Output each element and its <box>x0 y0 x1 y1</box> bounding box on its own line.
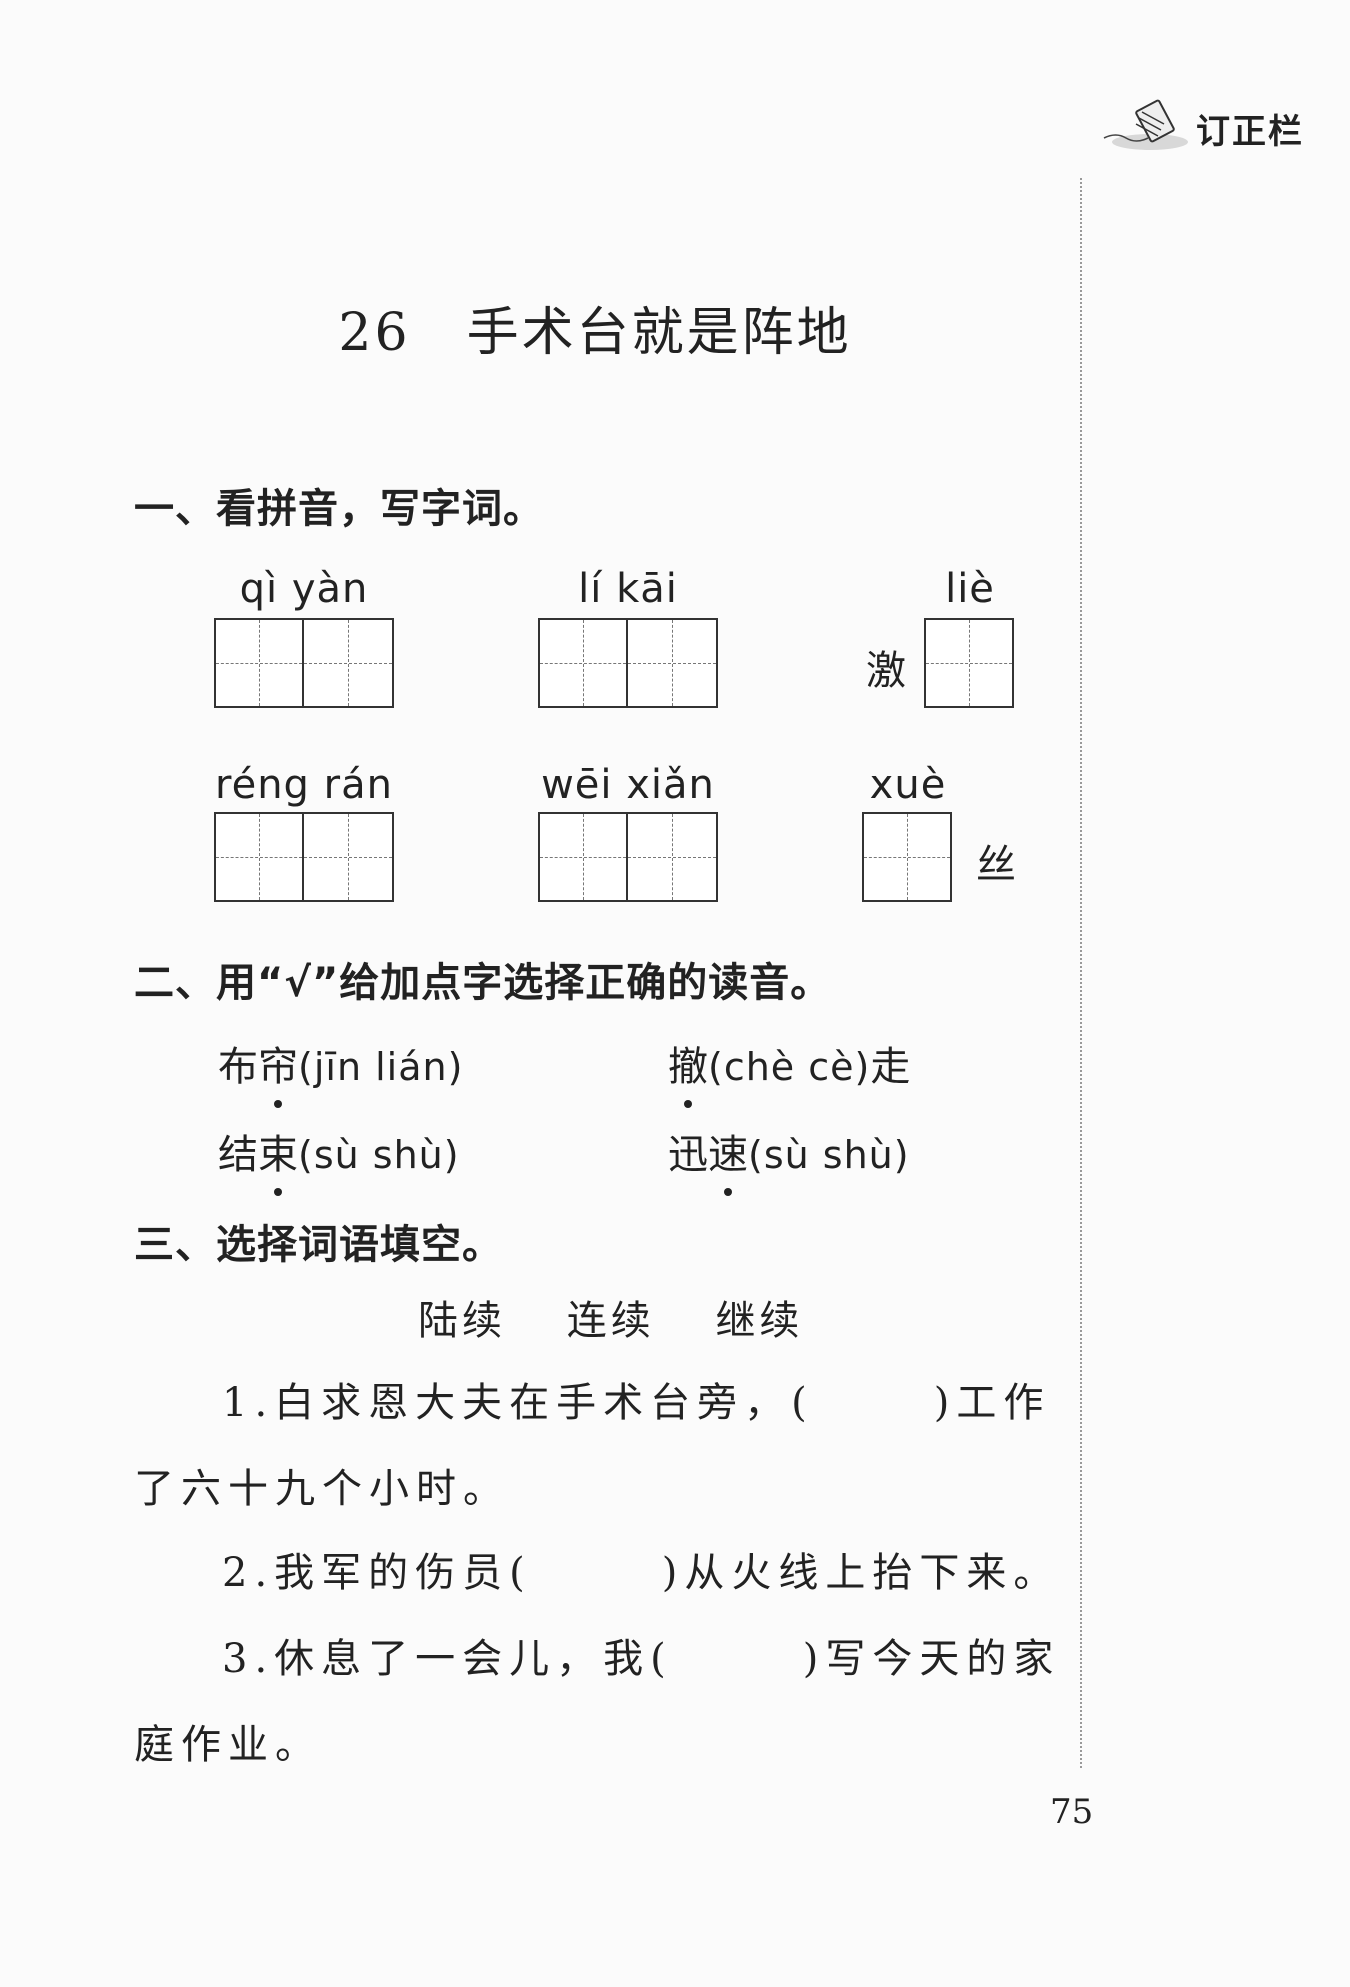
section-1-heading: 一、看拼音，写字词。 <box>134 486 544 532</box>
writing-cell[interactable] <box>924 618 1014 708</box>
writing-cell[interactable] <box>214 618 304 708</box>
section-2-heading: 二、用“√”给加点字选择正确的读音。 <box>134 960 832 1006</box>
pinyin-options[interactable]: (sù shù) <box>748 1133 910 1177</box>
page-number: 75 <box>1050 1792 1094 1832</box>
sentence-number: 3. <box>222 1636 275 1682</box>
word-char: 布 <box>218 1044 258 1090</box>
pinyin-options[interactable]: (sù shù) <box>298 1133 460 1177</box>
word-choices: 陆续 连续 继续 <box>418 1288 847 1346</box>
word-char: 结 <box>218 1132 258 1178</box>
writing-grid[interactable] <box>214 618 394 708</box>
word-choice: 连续 <box>566 1298 655 1344</box>
sentence-text: 白求恩大夫在手术台旁，( <box>274 1380 814 1426</box>
pronunciation-item: 迅速(sù shù) <box>668 1122 910 1196</box>
pinyin-label: liè <box>945 566 995 612</box>
given-character: 丝 <box>976 842 1016 888</box>
fill-sentence-1: 1.白求恩大夫在手术台旁，()工作了六十九个小时。 <box>134 1360 1064 1532</box>
pinyin-options[interactable]: (chè cè) <box>708 1045 871 1089</box>
writing-grid[interactable] <box>538 812 718 902</box>
correction-divider <box>1080 178 1082 1768</box>
lesson-name: 手术台就是阵地 <box>466 303 852 363</box>
pinyin-label: qì yàn <box>239 566 369 612</box>
section-3-heading: 三、选择词语填空。 <box>134 1222 503 1268</box>
pinyin-label: xuè <box>869 762 947 808</box>
sentence-number: 2. <box>222 1550 275 1596</box>
sentence-text: )工作了六十九个小时。 <box>134 1380 1051 1512</box>
writing-cell[interactable] <box>628 812 718 902</box>
writing-grid[interactable] <box>924 618 1014 708</box>
pronunciation-item: 结束(sù shù) <box>218 1122 460 1196</box>
writing-cell[interactable] <box>304 618 394 708</box>
writing-cell[interactable] <box>862 812 952 902</box>
correction-label: 订正栏 <box>1196 111 1304 152</box>
writing-grid[interactable] <box>214 812 394 902</box>
dotted-char: 束 <box>258 1122 298 1196</box>
sentence-text: )从火线上抬下来。 <box>661 1550 1061 1596</box>
sentence-text: 我军的伤员( <box>274 1550 532 1596</box>
sentence-text: )写今天的家庭作业。 <box>134 1636 1061 1768</box>
dotted-char: 撤 <box>668 1034 708 1108</box>
sentence-number: 1. <box>222 1380 275 1426</box>
pinyin-label: réng rán <box>215 762 393 808</box>
writing-cell[interactable] <box>538 812 628 902</box>
writing-cell[interactable] <box>628 618 718 708</box>
fill-sentence-3: 3.休息了一会儿，我()写今天的家庭作业。 <box>134 1616 1064 1788</box>
writing-cell[interactable] <box>538 618 628 708</box>
pinyin-label: lí kāi <box>578 566 678 612</box>
writing-cell[interactable] <box>304 812 394 902</box>
pronunciation-item: 撤(chè cè)走 <box>668 1034 911 1108</box>
pinyin-label: wēi xiǎn <box>541 762 715 808</box>
pencil-note-icon <box>1102 98 1192 158</box>
word-choice: 陆续 <box>418 1298 506 1344</box>
dotted-char: 速 <box>708 1122 748 1196</box>
correction-header: 订正栏 <box>1102 98 1304 158</box>
writing-grid[interactable] <box>862 812 952 902</box>
pinyin-options[interactable]: (jīn lián) <box>298 1045 464 1089</box>
writing-grid[interactable] <box>538 618 718 708</box>
dotted-char: 帘 <box>258 1034 298 1108</box>
sentence-text: 休息了一会儿，我( <box>274 1636 673 1682</box>
lesson-title: 26 手术台就是阵地 <box>0 290 1190 365</box>
word-choice: 继续 <box>715 1298 804 1344</box>
lesson-number: 26 <box>338 303 411 363</box>
given-character: 激 <box>866 648 906 694</box>
fill-sentence-2: 2.我军的伤员( )从火线上抬下来。 <box>134 1530 1064 1616</box>
word-char: 走 <box>870 1044 911 1090</box>
pronunciation-item: 布帘(jīn lián) <box>218 1034 464 1108</box>
word-char: 迅 <box>668 1132 708 1178</box>
writing-cell[interactable] <box>214 812 304 902</box>
